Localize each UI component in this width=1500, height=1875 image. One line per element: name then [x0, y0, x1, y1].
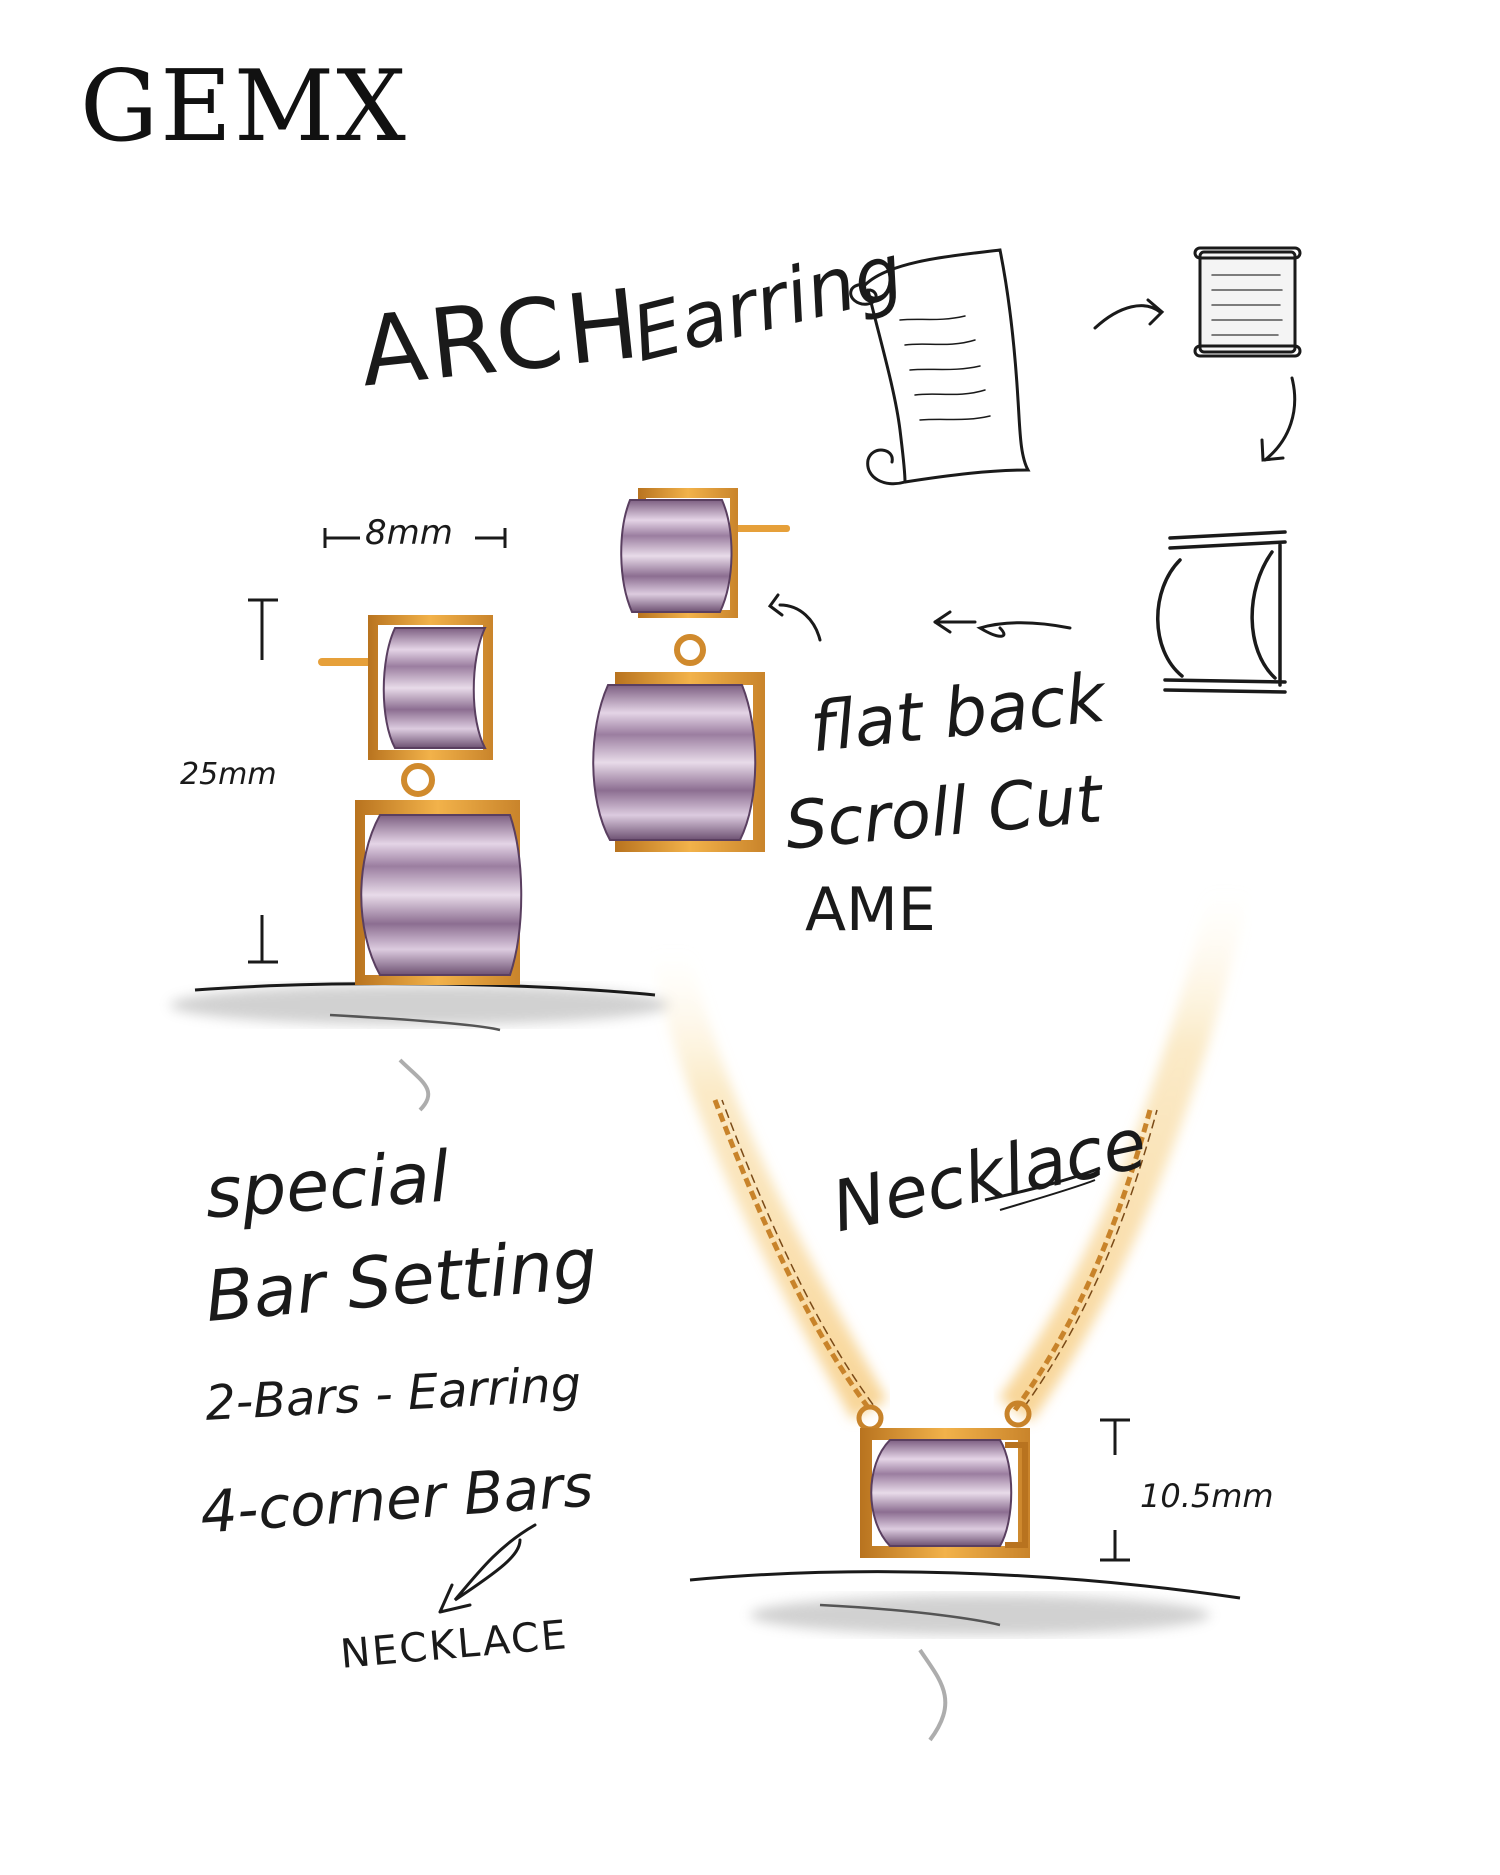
arrow-icon	[438, 1523, 537, 1614]
scroll-paper-icon	[849, 248, 1031, 486]
arrow-icon	[933, 610, 1072, 638]
dimension-width-label: 8mm	[365, 513, 453, 553]
arrow-icon	[1093, 298, 1165, 330]
arrow-icon	[1260, 376, 1297, 462]
brand-logo: GEMX	[80, 50, 408, 164]
dimension-height-label: 25mm	[180, 757, 277, 792]
title-arch: ARCH	[354, 267, 648, 409]
note-ame: AME	[805, 875, 936, 945]
scroll-cut-frame-icon	[1156, 530, 1287, 694]
necklace-sketch	[650, 885, 1250, 1742]
rolled-scroll-icon	[1193, 246, 1302, 358]
note-special: special	[202, 1135, 452, 1235]
pendant-dimension-label: 10.5mm	[1140, 1477, 1274, 1515]
arrow-icon	[767, 593, 822, 642]
earring-sketch	[170, 528, 670, 1112]
earring-sketch	[592, 488, 790, 852]
